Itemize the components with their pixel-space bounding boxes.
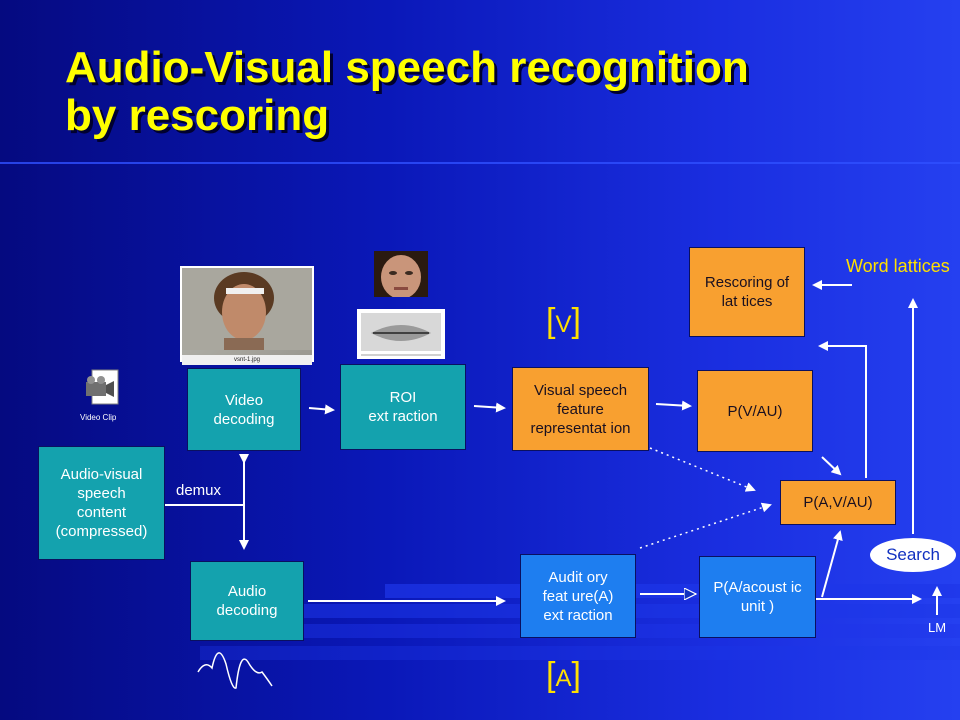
node-search: Search <box>870 538 956 572</box>
lips-roi-image <box>357 309 445 359</box>
bracket-v-letter: V <box>555 311 572 338</box>
arrow-pa-pav <box>821 530 843 598</box>
node-text: Audio <box>227 583 267 600</box>
bracket-a-letter: A <box>555 665 572 692</box>
arrow-pv-pav <box>821 456 842 476</box>
frame-caption: vsnt-1.jpg <box>182 355 312 365</box>
node-roi-extraction: ROI ext raction <box>340 364 466 450</box>
arrow-roi-visual <box>473 402 506 413</box>
node-text: decoding <box>216 602 278 619</box>
node-text: ROI <box>389 389 417 406</box>
node-text: (compressed) <box>55 523 148 540</box>
arrow-video-roi <box>308 404 335 415</box>
node-p-v-au: P(V/AU) <box>697 370 813 452</box>
video-clip-icon: Video Clip <box>80 368 134 424</box>
node-visual-feature: Visual speech feature representat ion <box>512 367 649 451</box>
node-audio-decoding: Audio decoding <box>190 561 304 641</box>
arrow-visual-pv <box>655 400 692 411</box>
node-video-decoding: Video decoding <box>187 368 301 451</box>
slide-title: Audio-Visual speech recognition by resco… <box>65 44 945 140</box>
node-text: decoding <box>213 410 275 428</box>
node-text: lat tices <box>721 293 773 310</box>
node-text: Audio-visual <box>60 466 143 483</box>
node-text: Video <box>224 391 264 409</box>
node-rescoring: Rescoring of lat tices <box>689 247 805 337</box>
audio-waveform <box>197 652 273 689</box>
video-clip-caption: Video Clip <box>80 413 117 422</box>
node-text: Rescoring of <box>704 274 790 291</box>
dotted-auditory-pav <box>639 502 772 549</box>
dotted-visual-pav <box>649 447 756 492</box>
node-text: ext raction <box>543 606 613 624</box>
node-text: feat ure(A) <box>542 587 614 605</box>
arrow-pav-rescoring <box>818 341 867 478</box>
node-text: ext raction <box>368 408 438 425</box>
label-demux: demux <box>176 482 222 499</box>
bracket-a: [A] <box>546 656 581 694</box>
bracket-v: [V] <box>546 302 581 340</box>
node-text: speech <box>77 485 126 502</box>
node-av-content: Audio-visual speech content (compressed) <box>38 446 165 560</box>
node-p-av-au: P(A,V/AU) <box>780 480 896 525</box>
node-text: unit ) <box>740 598 775 615</box>
node-text: feature <box>557 400 604 418</box>
node-text: P(A/acoust ic <box>713 579 802 596</box>
face-photo: vsnt-1.jpg <box>180 266 314 365</box>
title-line-1: Audio-Visual speech recognition <box>65 43 749 92</box>
node-p-a-acoustic: P(A/acoust ic unit ) <box>699 556 816 638</box>
face-crop-image <box>374 251 428 297</box>
node-text: P(A,V/AU) <box>803 494 873 511</box>
label-word-lattices: Word lattices <box>846 256 950 276</box>
title-divider <box>0 162 960 164</box>
label-lm: LM <box>928 620 947 635</box>
node-text: representat ion <box>530 419 631 437</box>
node-text: Visual speech <box>533 381 628 399</box>
title-line-2: by rescoring <box>65 91 330 140</box>
node-text: content <box>76 504 127 521</box>
node-text: Audit ory <box>548 568 608 586</box>
node-auditory-feature: Audit ory feat ure(A) ext raction <box>520 554 636 638</box>
node-text: P(V/AU) <box>727 402 783 420</box>
bg-stripe <box>200 646 960 660</box>
